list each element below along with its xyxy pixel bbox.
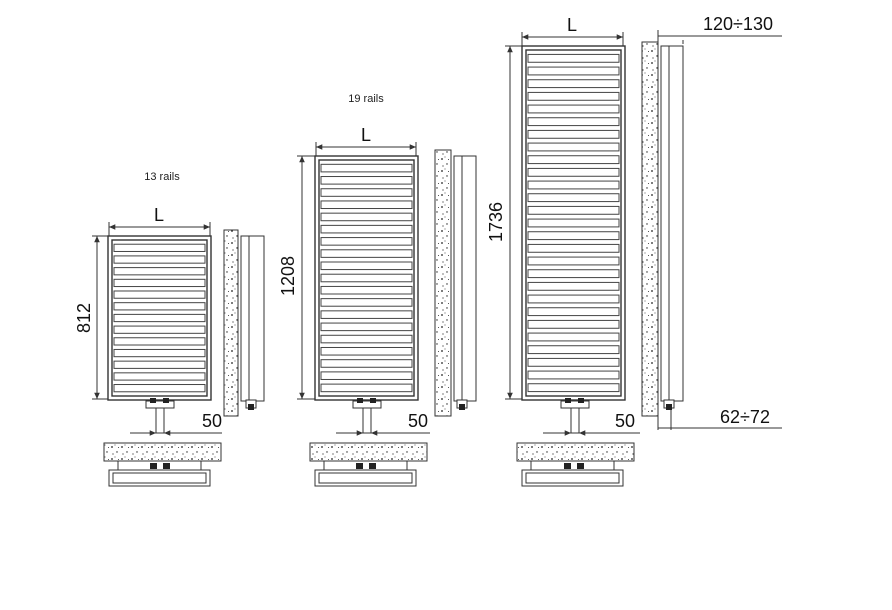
rail (527, 104, 620, 114)
depth-dimensions: 120÷130 62÷72 (657, 14, 782, 430)
radiator-2: 19 rails L 1208 50 (278, 93, 477, 487)
top-view-2 (309, 442, 428, 487)
rail (113, 313, 206, 323)
rail (527, 66, 620, 76)
rail (527, 281, 620, 291)
rail (113, 267, 206, 276)
rail (527, 332, 620, 342)
rail (320, 310, 413, 319)
height-label-1: 812 (74, 303, 94, 333)
rail (527, 243, 620, 253)
rail (527, 319, 620, 329)
rail (527, 269, 620, 279)
valve-1 (145, 398, 175, 434)
rail (527, 231, 620, 241)
rails-group-3 (527, 53, 620, 393)
rail (527, 167, 620, 177)
rails-label-1: 13 rails (144, 171, 180, 183)
radiator-3: L 1736 50 12 (486, 14, 782, 487)
rail (320, 176, 413, 185)
rail (113, 255, 206, 264)
rail (527, 91, 620, 101)
rail (527, 180, 620, 190)
rail (113, 290, 206, 299)
rail (320, 334, 413, 344)
rail (320, 212, 413, 222)
width-label-1: L (154, 205, 164, 225)
rail (320, 346, 413, 356)
width-label-2: L (361, 125, 371, 145)
rail (113, 302, 206, 311)
rail (113, 337, 206, 346)
width-label-3: L (567, 15, 577, 35)
rail (320, 359, 413, 368)
rail (527, 193, 620, 203)
rail (527, 370, 620, 380)
rail (320, 224, 413, 234)
rails-group-1 (113, 243, 206, 393)
rail (113, 360, 206, 369)
side-view-2 (434, 149, 477, 417)
side-view-1 (223, 229, 265, 417)
rail (320, 298, 413, 307)
top-view-1 (103, 442, 222, 487)
rail (527, 117, 620, 127)
offset-label-3: 50 (615, 411, 635, 431)
height-label-3: 1736 (486, 202, 506, 242)
rail (113, 325, 206, 334)
rail (527, 218, 620, 228)
rail (320, 163, 413, 173)
rail (320, 273, 413, 283)
radiator-1: 13 rails L 812 50 (74, 171, 265, 487)
rail (320, 237, 413, 246)
rails-group-2 (320, 163, 413, 393)
rail (527, 307, 620, 317)
offset-label-2: 50 (408, 411, 428, 431)
rail (320, 322, 413, 332)
rail (113, 278, 206, 288)
wall-depth-label: 120÷130 (703, 14, 773, 34)
rail (320, 285, 413, 295)
side-view-3 (641, 41, 684, 417)
rail (320, 188, 413, 197)
rail (113, 372, 206, 381)
rail (320, 261, 413, 271)
top-view-3 (516, 442, 635, 487)
rail (113, 348, 206, 358)
rail (527, 155, 620, 165)
rail (527, 256, 620, 266)
rail (320, 371, 413, 380)
rail (527, 357, 620, 367)
offset-label-1: 50 (202, 411, 222, 431)
rail (527, 383, 620, 393)
rail (527, 142, 620, 152)
rail (320, 200, 413, 210)
valve-2 (352, 398, 382, 434)
rail (320, 383, 413, 393)
rail (527, 129, 620, 139)
rail (527, 294, 620, 304)
height-label-2: 1208 (278, 256, 298, 296)
rail (527, 79, 620, 89)
pipe-depth-label: 62÷72 (720, 407, 770, 427)
rail (527, 205, 620, 215)
valve-3 (560, 398, 590, 434)
rails-label-2: 19 rails (348, 93, 384, 105)
rail (320, 249, 413, 258)
rail (527, 53, 620, 63)
rail (527, 345, 620, 355)
rail (113, 243, 206, 252)
rail (113, 384, 206, 393)
